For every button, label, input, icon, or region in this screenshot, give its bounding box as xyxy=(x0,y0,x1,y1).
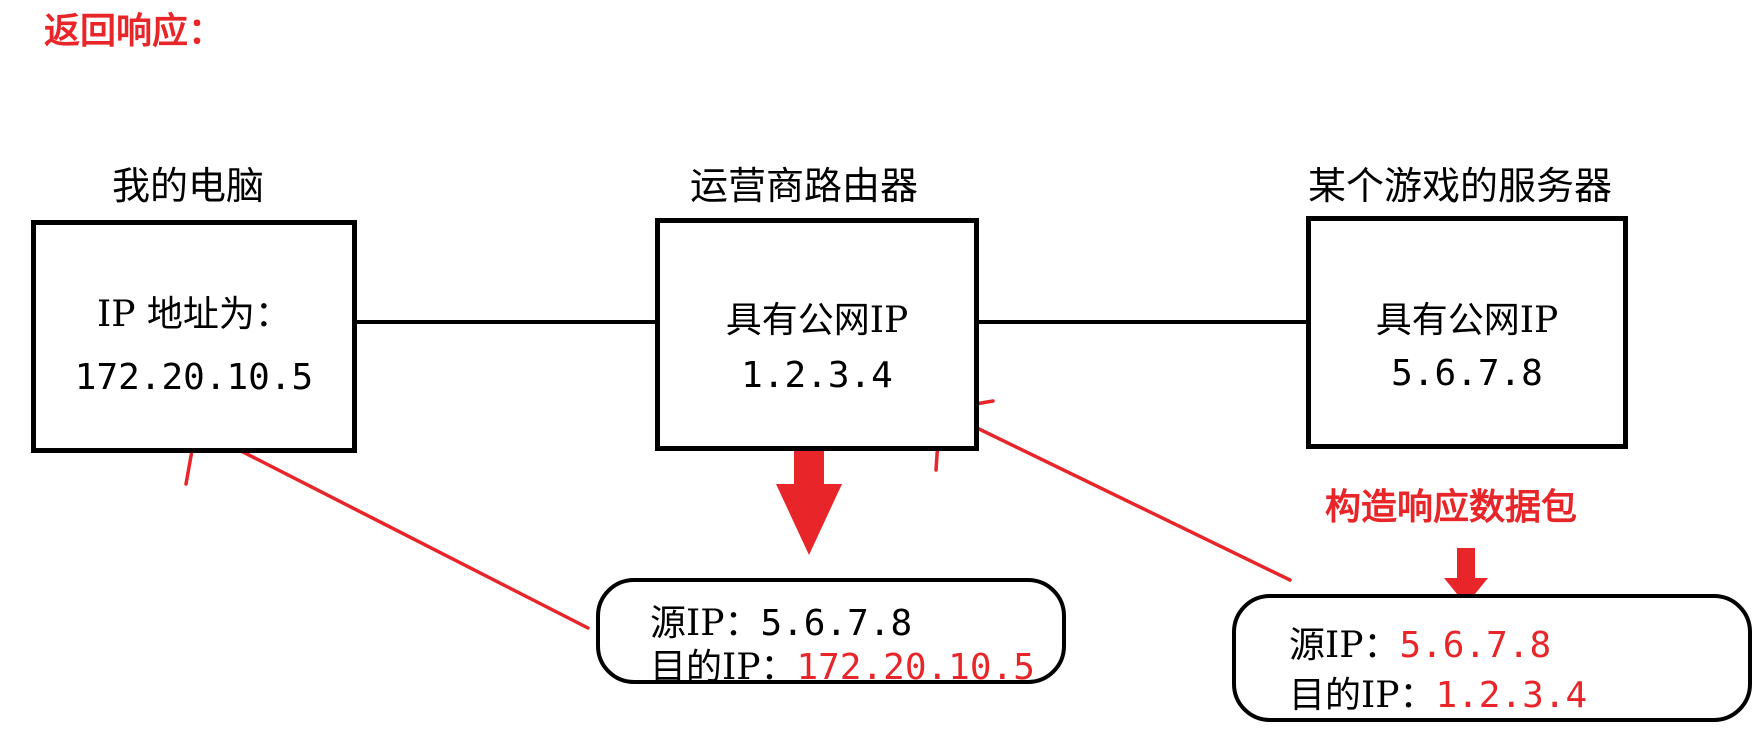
packet-server-src-row: 源IP：5.6.7.8 xyxy=(1289,616,1551,668)
packet-server: 源IP：5.6.7.8 目的IP：1.2.3.4 xyxy=(1232,594,1752,722)
packet-router-dst-value: 172.20.10.5 xyxy=(796,647,1035,688)
node-game-server: 具有公网IP 5.6.7.8 xyxy=(1306,216,1628,449)
label-game-server: 某个游戏的服务器 xyxy=(1308,164,1613,208)
server-ip-caption: 具有公网IP xyxy=(1375,300,1559,341)
packet-router: 源IP：5.6.7.8 目的IP：172.20.10.5 xyxy=(596,578,1066,688)
server-note: 构造响应数据包 xyxy=(1325,487,1578,528)
label-isp-router: 运营商路由器 xyxy=(690,164,919,208)
packet-server-src-value: 5.6.7.8 xyxy=(1399,625,1552,666)
my-pc-ip-caption: IP 地址为： xyxy=(97,294,291,335)
node-isp-router: 具有公网IP 1.2.3.4 xyxy=(655,218,979,451)
packet-router-dst-row: 目的IP：172.20.10.5 xyxy=(650,638,1035,690)
packet-server-dst-value: 1.2.3.4 xyxy=(1435,675,1588,716)
packet-router-src-value: 5.6.7.8 xyxy=(760,603,913,644)
router-ip-value: 1.2.3.4 xyxy=(741,355,893,396)
my-pc-ip-value: 172.20.10.5 xyxy=(74,357,314,398)
label-my-pc: 我的电脑 xyxy=(112,164,265,208)
packet-server-dst-row: 目的IP：1.2.3.4 xyxy=(1289,666,1587,718)
arrow-packet-to-pc xyxy=(184,421,590,630)
arrow-packet-to-router xyxy=(934,399,1292,582)
diagram-title: 返回响应： xyxy=(44,11,225,52)
packet-router-src-label: 源IP： xyxy=(650,603,761,644)
packet-server-src-label: 源IP： xyxy=(1289,625,1400,666)
packet-server-dst-label: 目的IP： xyxy=(1289,675,1436,716)
router-ip-caption: 具有公网IP xyxy=(725,300,909,341)
packet-router-dst-label: 目的IP： xyxy=(650,647,797,688)
server-ip-value: 5.6.7.8 xyxy=(1391,353,1543,394)
node-my-pc: IP 地址为： 172.20.10.5 xyxy=(31,220,357,453)
packet-router-src-row: 源IP：5.6.7.8 xyxy=(650,594,912,646)
